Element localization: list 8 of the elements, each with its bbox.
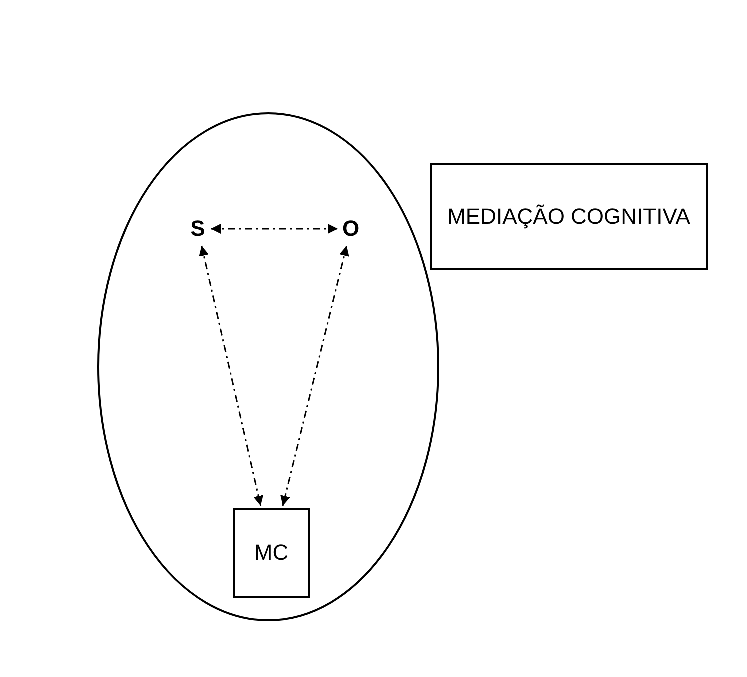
- node-label: O: [340, 214, 362, 244]
- mc-box: MC: [233, 508, 310, 598]
- circle-boundary: [97, 112, 440, 622]
- arrow: [211, 224, 338, 234]
- arrow: [199, 246, 264, 506]
- arrow: [280, 246, 350, 506]
- concept-box: MEDIAÇÃO COGNITIVA: [430, 163, 708, 270]
- node-label: S: [187, 214, 209, 244]
